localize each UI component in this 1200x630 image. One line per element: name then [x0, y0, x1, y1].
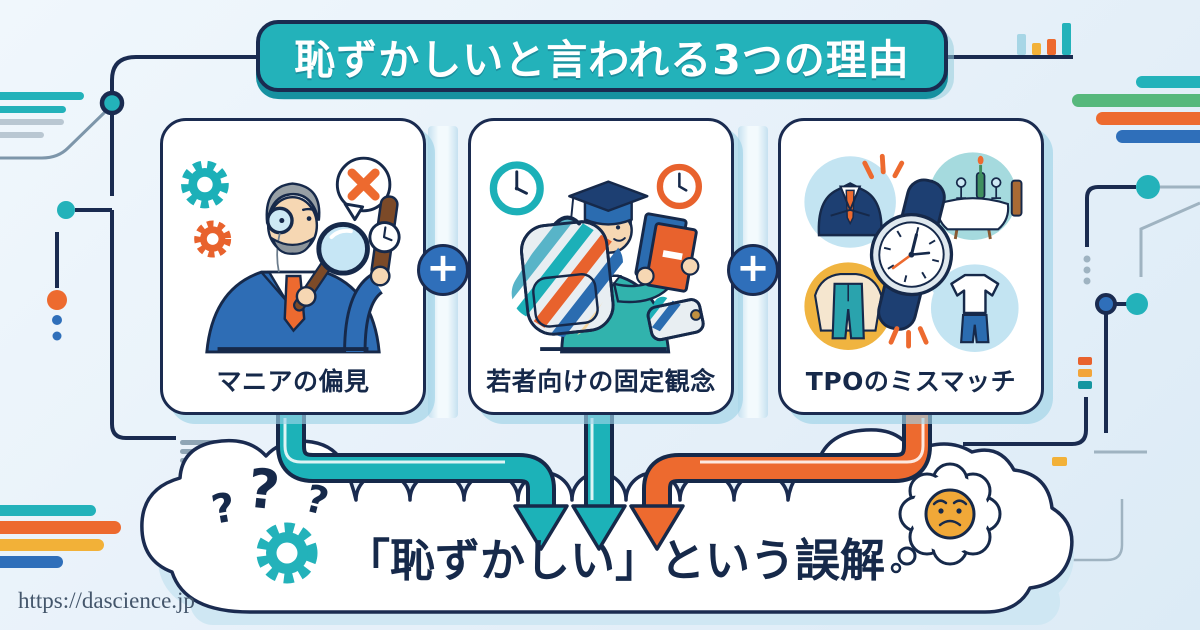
thought-bubble [890, 462, 1002, 574]
plus-badge: + [417, 244, 469, 296]
worried-face-icon [924, 488, 976, 540]
tpo-illustration [804, 152, 1023, 352]
reason-label: TPOのミスマッチ [805, 367, 1017, 396]
title-text: 恥ずかしいと言われる3つの理由 [294, 36, 910, 84]
collector-figure [205, 182, 401, 354]
plus-badge: + [727, 244, 779, 296]
gear-icon [194, 220, 232, 258]
wallet-icon [644, 293, 706, 347]
collector-illustration [181, 156, 401, 354]
circuit-node-icon [99, 90, 125, 116]
title-banner: 恥ずかしいと言われる3つの理由 [256, 20, 948, 92]
conclusion-text: 「恥ずかしい」という誤解 [344, 534, 885, 587]
question-mark: ? [208, 484, 240, 534]
suit-icon [804, 156, 903, 248]
question-mark: ? [244, 456, 283, 523]
reason-card-mania-bias: マニアの偏見 [160, 118, 426, 415]
site-url: https://dascience.jp [18, 588, 195, 613]
wristwatch-icon [869, 178, 954, 331]
reason-card-youth-stereotype: 若者向けの固定観念 [468, 118, 734, 415]
spark-icon [862, 153, 929, 349]
mustache [271, 236, 314, 255]
dinner-table-icon [923, 152, 1023, 240]
right-accent-bars [1072, 76, 1200, 143]
speech-bubble-x-icon [335, 156, 392, 222]
monocle-icon [265, 206, 294, 273]
student-illustration [489, 161, 706, 354]
student-figure [502, 180, 706, 354]
reason-card-tpo-mismatch: TPOのミスマッチ [778, 118, 1044, 415]
reason-label: マニアの偏見 [216, 367, 370, 396]
teal-dot-icon [1136, 175, 1160, 199]
reason-label: 若者向けの固定観念 [486, 367, 716, 396]
books-icon [634, 212, 698, 293]
question-mark: ? [301, 475, 334, 525]
mini-bar-chart-icon [948, 23, 1073, 59]
clock-icon [656, 163, 703, 210]
plus-symbol: + [426, 245, 460, 291]
clock-icon [489, 161, 544, 216]
circuit-node-icon [1095, 293, 1117, 315]
orange-dot-icon [47, 290, 67, 310]
teal-dot-icon [57, 201, 75, 219]
gear-icon [181, 160, 229, 209]
casual-outfit-icon [804, 262, 893, 351]
gear-icon [256, 522, 318, 584]
bottom-left-accent-bars [0, 505, 121, 568]
plus-symbol: + [736, 245, 770, 291]
tshirt-jeans-icon [928, 264, 1019, 352]
